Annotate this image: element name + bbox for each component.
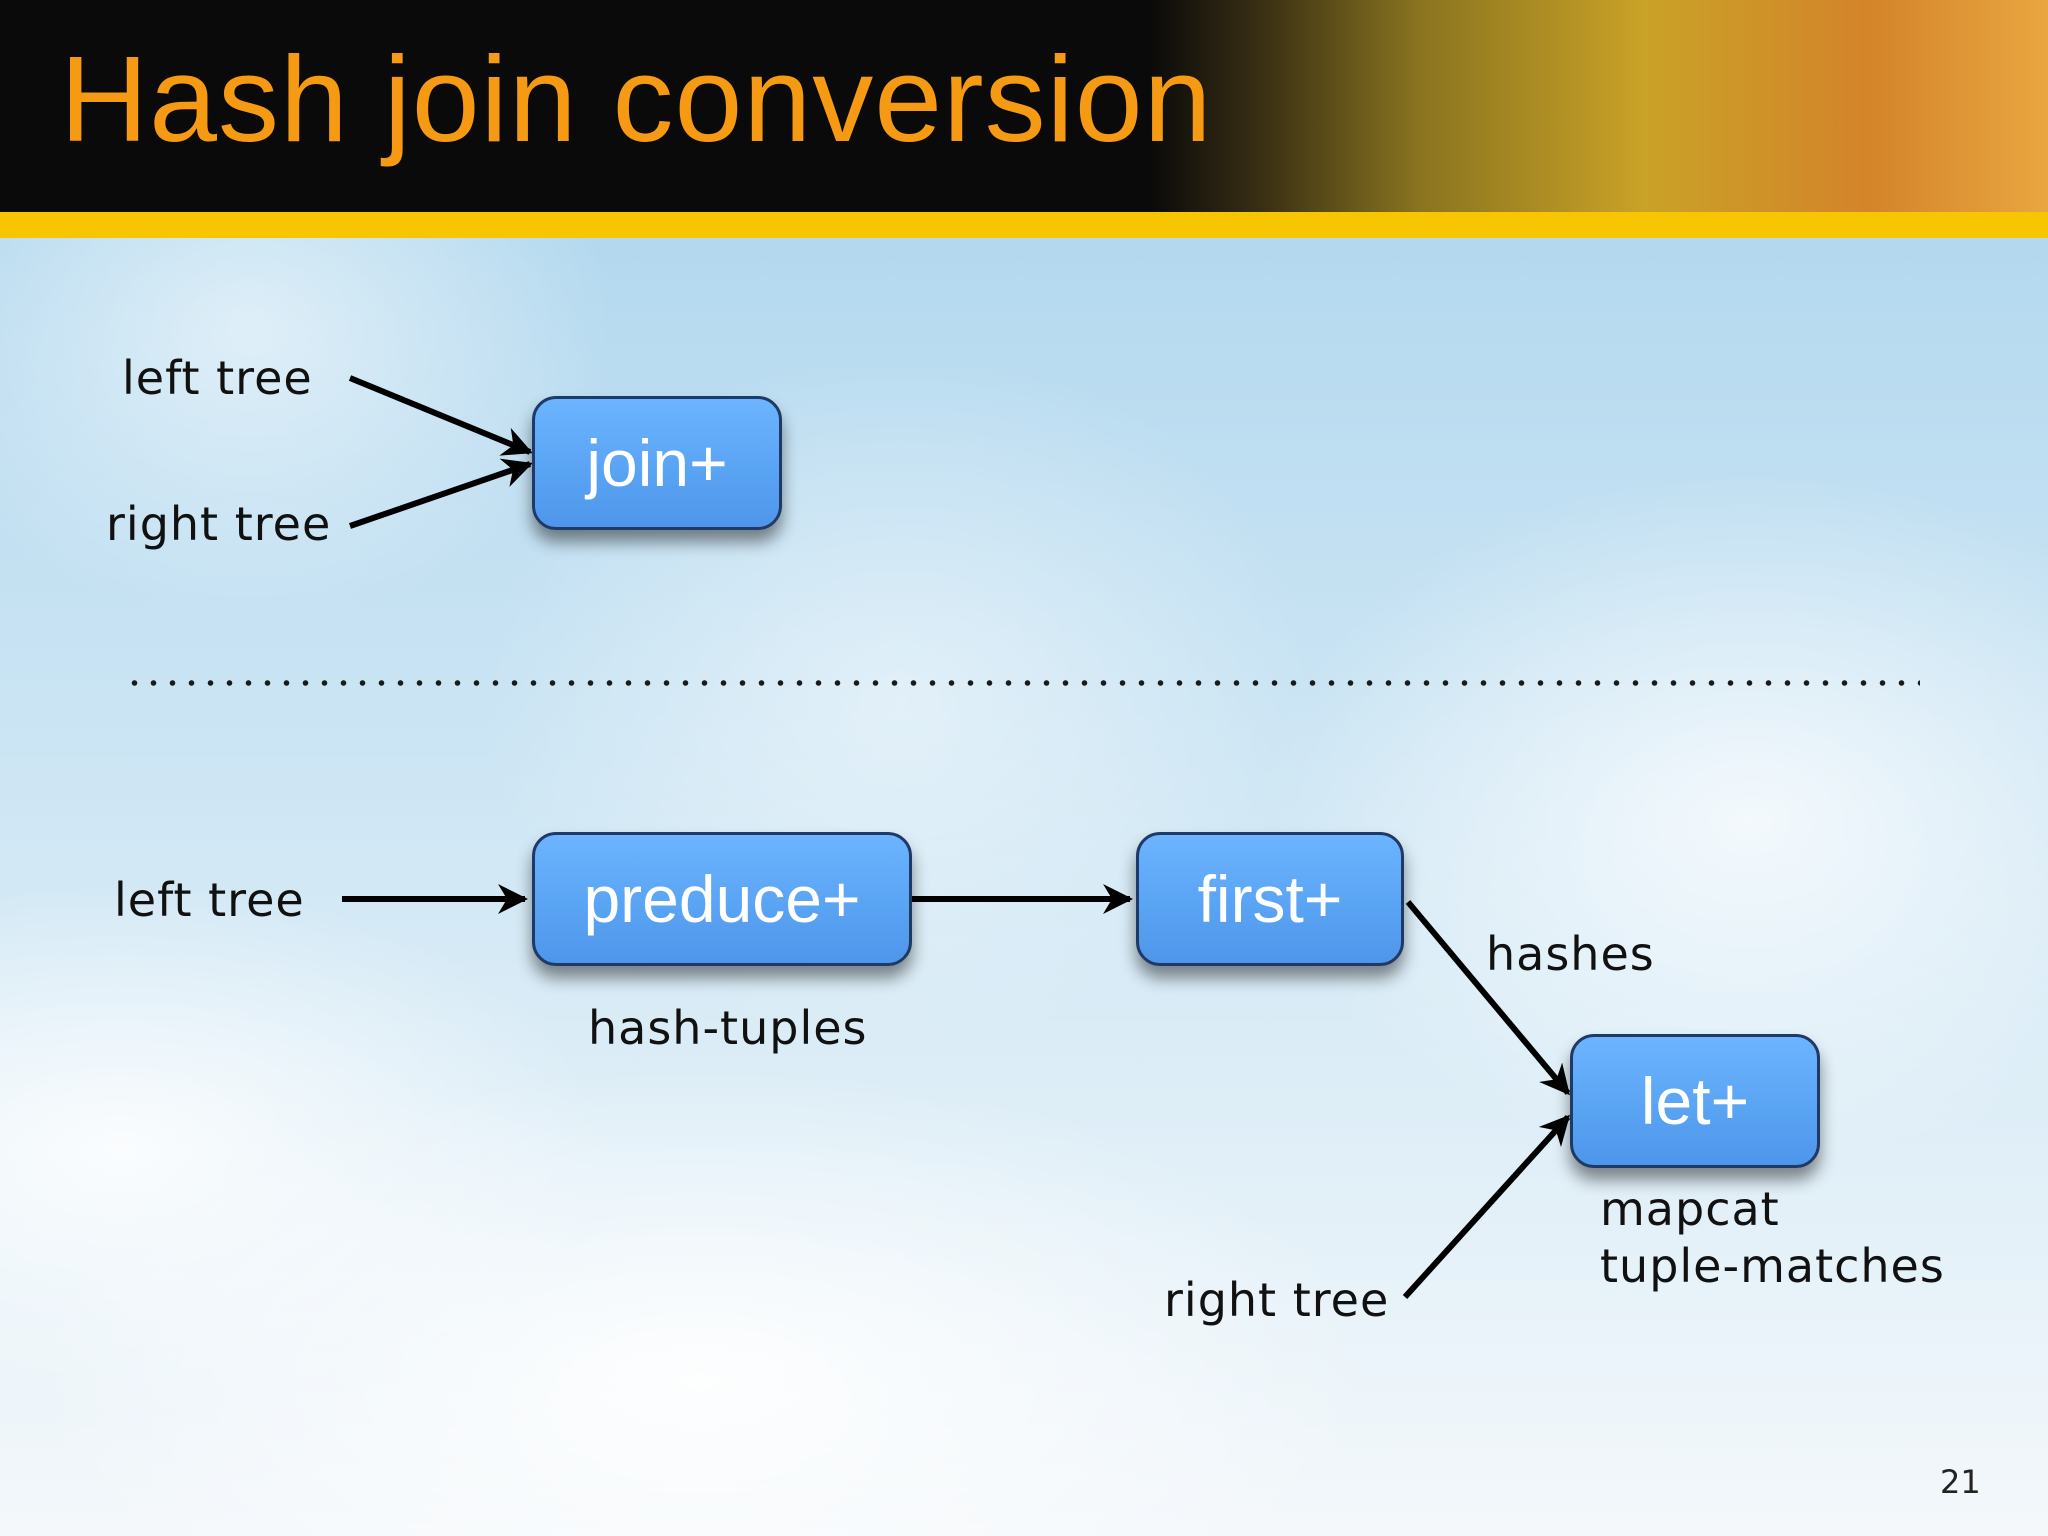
arrow-right-tree-to-join (349, 458, 533, 529)
slide-title: Hash join conversion (60, 31, 1213, 167)
header-band: Hash join conversion (0, 0, 2048, 212)
top-left-tree-label: left tree (122, 351, 313, 405)
top-right-tree-label: right tree (106, 497, 332, 551)
preduce-node: preduce+ (532, 832, 912, 966)
hashes-caption: hashes (1486, 927, 1655, 981)
join-node: join+ (532, 396, 782, 530)
page-number: 21 (1940, 1463, 1981, 1501)
header-accent-bar (0, 212, 2048, 238)
bottom-left-tree-label: left tree (114, 873, 305, 927)
arrow-left-tree-to-join (348, 375, 533, 456)
let-node: let+ (1570, 1034, 1820, 1168)
hash-tuples-caption: hash-tuples (588, 1001, 868, 1055)
arrow-right-tree-to-let (1402, 1114, 1571, 1300)
mapcat-caption: mapcat (1600, 1182, 1780, 1236)
arrow-first-to-let (1405, 900, 1571, 1096)
first-node: first+ (1136, 832, 1404, 966)
section-divider (125, 678, 1920, 688)
parleys-banner-image (1150, 0, 2048, 212)
bottom-right-tree-label: right tree (1164, 1273, 1390, 1327)
tuple-matches-caption: tuple-matches (1600, 1239, 1945, 1293)
